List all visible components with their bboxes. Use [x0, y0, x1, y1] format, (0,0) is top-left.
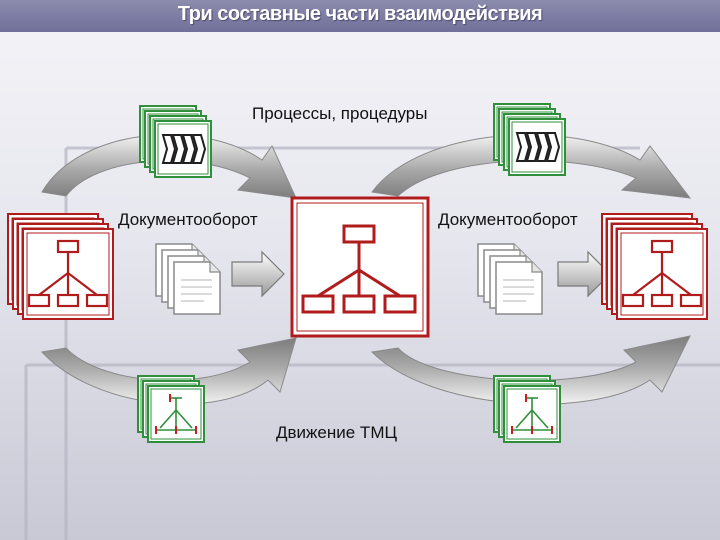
curved-arrow-top-right — [371, 134, 692, 199]
label-processes: Процессы, процедуры — [252, 104, 428, 123]
straight-arrow-right — [557, 250, 611, 298]
slide-title: Три составные части взаимодействия — [177, 3, 543, 25]
title-bar — [0, 0, 720, 32]
document-stack-icon — [477, 243, 543, 315]
label-docflow-right: Документооборот — [438, 210, 578, 229]
curved-arrow-bottom-left — [40, 337, 297, 405]
curved-arrow-bottom-right — [370, 335, 691, 405]
label-docflow-left: Документооборот — [118, 210, 258, 229]
process-flow-icon — [139, 105, 212, 178]
straight-arrow-left — [231, 250, 285, 298]
org-chart-icon — [600, 212, 709, 321]
goods-flow-icon — [137, 375, 205, 443]
label-goods-movement: Движение ТМЦ — [276, 423, 398, 442]
curved-arrow-top-left — [41, 134, 297, 199]
process-flow-icon — [493, 103, 566, 176]
org-chart-icon — [6, 212, 115, 321]
goods-flow-icon — [493, 375, 561, 443]
org-chart-icon — [290, 196, 430, 338]
document-stack-icon — [155, 243, 221, 315]
